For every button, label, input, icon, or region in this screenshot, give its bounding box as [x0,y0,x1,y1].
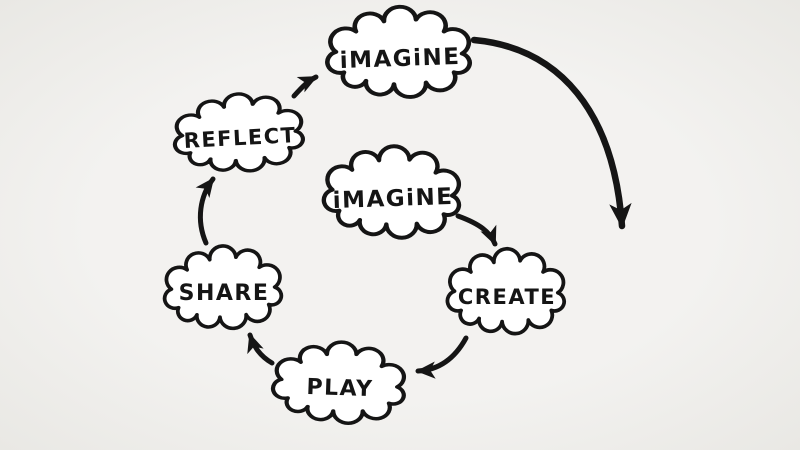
cloud-reflect: REFLECT [172,91,304,175]
edges-layer [195,36,632,379]
arrow-share-to-reflect [195,176,216,246]
cloud-play-label: PLAY [306,375,374,402]
cloud-imagine-top: iMAGiNE [327,7,469,97]
arrow-create-to-play [415,335,469,379]
cloud-share-label: SHARE [179,281,270,306]
arrow-play-to-share [247,332,275,366]
cloud-share: SHARE [160,242,285,333]
arrow-imagine-center-to-create [455,213,498,247]
cloud-play: PLAY [271,339,406,426]
arrow-reflect-to-imagine-top [291,74,319,99]
arrow-spiral-continues [470,36,632,230]
cloud-create-label: CREATE [458,285,556,309]
cloud-create: CREATE [445,246,567,336]
cloud-imagine-top-label: iMAGiNE [339,44,461,74]
cloud-imagine-center: iMAGiNE [323,144,461,240]
cloud-imagine-center-label: iMAGiNE [332,184,454,214]
cloud-reflect-label: REFLECT [183,123,297,153]
nodes-layer: iMAGiNE REFLECT iMAGiNE CREATE PLAY SHAR [160,7,567,426]
